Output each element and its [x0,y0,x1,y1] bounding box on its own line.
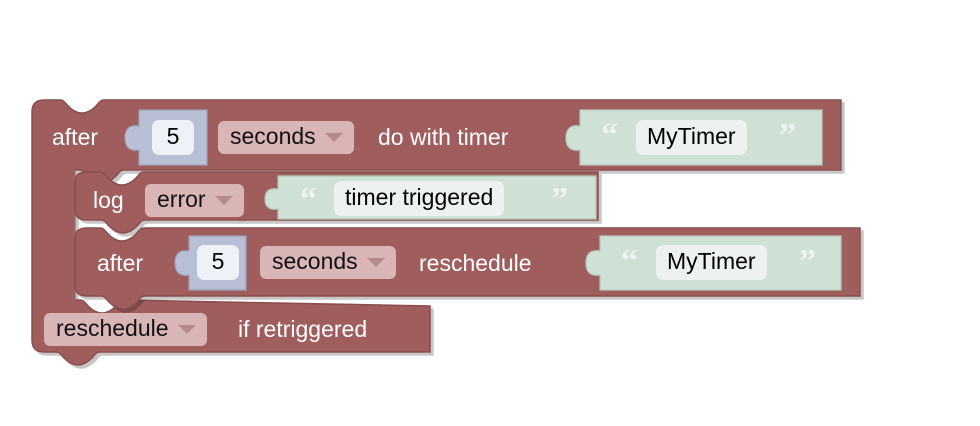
dropdown-unit-inner-label: seconds [272,248,358,274]
label-if-retriggered: if retriggered [238,316,368,342]
label-reschedule-middle: reschedule [419,250,532,276]
chevron-down-icon [324,133,343,142]
number-field-duration-inner[interactable]: 5 [197,245,239,280]
label-after-prefix-outer: after [52,124,99,150]
open-quote-icon-timer-outer: “ [601,117,618,154]
number-field-duration-outer-value: 5 [166,123,180,149]
chevron-down-icon [177,325,196,334]
text-field-timer-name-inner-value: MyTimer [667,248,756,274]
open-quote-icon-log-message: “ [300,181,317,218]
number-field-duration-inner-value: 5 [211,248,225,274]
label-log-prefix: log [93,187,124,213]
open-quote-icon-timer-inner: “ [621,243,638,280]
text-field-log-message-value: timer triggered [345,184,494,210]
dropdown-unit-inner[interactable]: seconds [260,246,396,279]
dropdown-reschedule-action-label: reschedule [56,315,169,341]
dropdown-unit-outer-label: seconds [230,123,316,149]
close-quote-icon-timer-inner: ” [799,243,816,280]
dropdown-log-level[interactable]: error [145,184,244,217]
label-do-with-timer: do with timer [378,124,509,150]
text-field-timer-name-outer[interactable]: MyTimer [636,120,747,155]
label-after-prefix-inner: after [97,250,144,276]
chevron-down-icon [366,258,385,267]
number-field-duration-outer[interactable]: 5 [152,120,194,155]
dropdown-reschedule-action[interactable]: reschedule [44,313,207,346]
dropdown-log-level-label: error [157,186,206,212]
dropdown-unit-outer[interactable]: seconds [218,121,354,154]
text-field-timer-name-inner[interactable]: MyTimer [656,245,767,280]
text-field-timer-name-outer-value: MyTimer [647,123,736,149]
close-quote-icon-timer-outer: ” [779,117,796,154]
text-field-log-message[interactable]: timer triggered [334,181,505,216]
chevron-down-icon [214,196,233,205]
close-quote-icon-log-message: ” [551,181,568,218]
